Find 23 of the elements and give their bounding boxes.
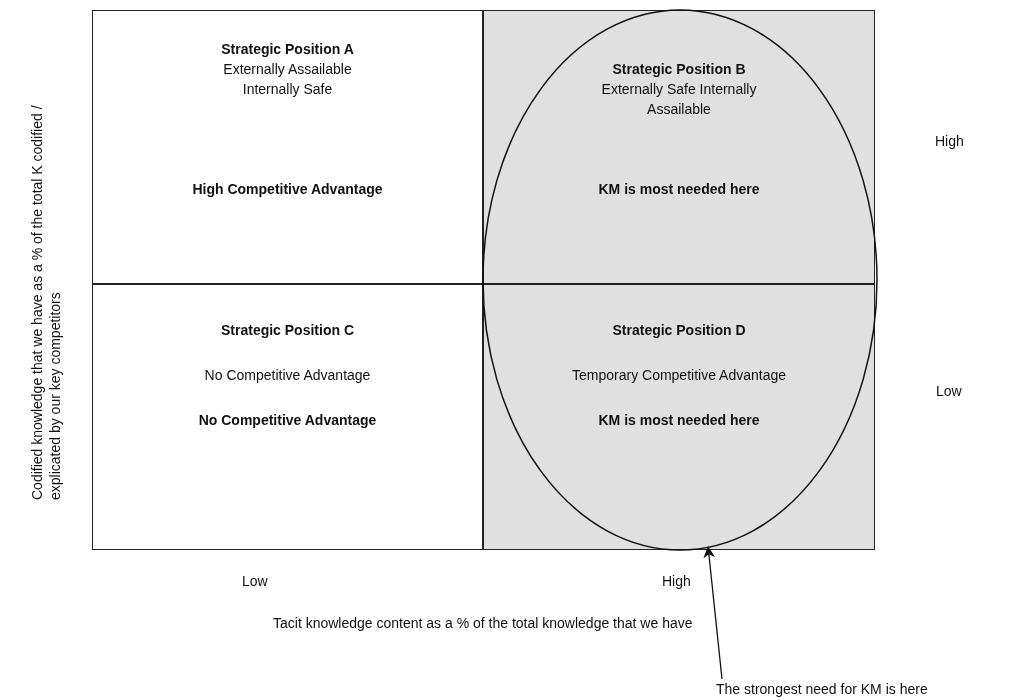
position-description: Temporary Competitive Advantage: [571, 366, 787, 385]
callout-text: The strongest need for KM is here: [716, 680, 928, 698]
advantage-note: No Competitive Advantage: [197, 411, 378, 430]
advantage-note: KM is most needed here: [597, 411, 761, 430]
advantage-note: High Competitive Advantage: [191, 180, 384, 199]
axis-title: Tacit knowledge content as a % of the total knowledge that we have: [273, 614, 693, 632]
matrix-quadrant: [92, 10, 483, 284]
advantage-note: KM is most needed here: [597, 180, 761, 199]
level-label: High: [662, 572, 691, 590]
axis-title: Codified knowledge that we have as a % of the total K codified / explicated by our key competitors: [28, 104, 64, 500]
level-label: Low: [936, 382, 962, 400]
position-description: Externally Safe Internally Assailable: [600, 80, 758, 119]
leader-arrow: [703, 546, 723, 680]
position-title: Strategic Position B: [611, 60, 747, 79]
level-label: High: [935, 132, 964, 150]
position-description: No Competitive Advantage: [203, 366, 372, 385]
highlight-ellipse: [482, 9, 878, 551]
position-description: Externally Assailable Internally Safe: [222, 60, 353, 99]
matrix-quadrant: [92, 284, 483, 550]
position-title: Strategic Position C: [220, 321, 355, 340]
position-title: Strategic Position D: [611, 321, 747, 340]
level-label: Low: [242, 572, 268, 590]
position-title: Strategic Position A: [220, 40, 355, 59]
